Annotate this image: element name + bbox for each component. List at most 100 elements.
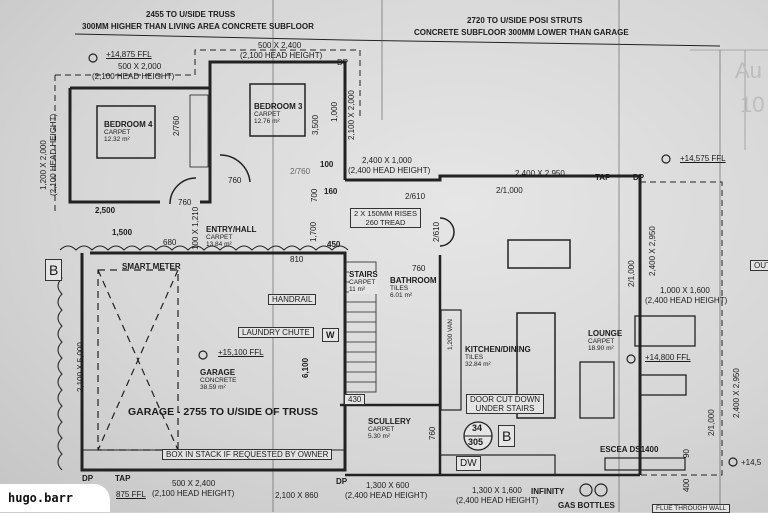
room-name: KITCHEN/DINING xyxy=(465,345,531,354)
level-lounge: +14,800 FFL xyxy=(645,353,691,362)
kitchen-bench xyxy=(440,309,462,411)
room-name: SCULLERY xyxy=(368,417,411,426)
dim-length: 3,500 xyxy=(311,114,320,135)
level-marker xyxy=(661,154,671,164)
room-area: 12.32 m² xyxy=(104,136,130,143)
handrail-label: HANDRAIL xyxy=(268,294,317,305)
dim-window: 2,400 X 2,950 xyxy=(515,169,565,178)
car-outline xyxy=(97,269,179,451)
armchair xyxy=(579,361,615,419)
dim-door: 2/760 xyxy=(172,115,181,136)
tap-label: TAP xyxy=(115,474,131,483)
coffee-table xyxy=(639,374,687,396)
dim-window: 2,400 X 1,000 xyxy=(362,156,412,165)
dim-length: 1,700 xyxy=(309,221,318,242)
dim-window: 1,000 X 1,600 xyxy=(660,286,710,295)
dim-length: 430 xyxy=(344,394,366,405)
dim-door: 760 xyxy=(178,198,192,207)
tap-label: TAP xyxy=(595,173,611,182)
note-line: 2 X 150MM RISES xyxy=(354,209,417,218)
tag-b: B xyxy=(45,259,63,281)
level-marker xyxy=(626,354,636,364)
level-bedrooms: +14,875 FFL xyxy=(106,50,152,59)
smart-meter-label: SMART METER xyxy=(122,262,181,271)
level-bottom-left: 875 FFL xyxy=(116,490,146,499)
dimension-line xyxy=(74,33,346,41)
dim-window: 500 X 2,400 xyxy=(172,479,216,488)
fireplace-label: ESCEA DS1400 xyxy=(600,445,659,454)
dishwasher-label: DW xyxy=(456,456,481,471)
dp-label: DP xyxy=(336,477,348,486)
background-text: Au xyxy=(735,58,762,83)
kitchen-island xyxy=(516,312,556,419)
dim-window: 2,400 X 2,950 xyxy=(648,226,657,276)
hedge xyxy=(57,261,63,471)
room-name: BEDROOM 4 xyxy=(104,120,153,129)
sofa xyxy=(634,315,696,347)
room-area: 38.59 m² xyxy=(200,384,226,391)
dim-length: 100 xyxy=(320,160,334,169)
dim-window: 2,100 X 2,000 xyxy=(347,90,356,140)
room-finish: TILES xyxy=(390,284,409,292)
room-finish: TILES xyxy=(465,353,484,361)
note-subfloor-lower: CONCRETE SUBFLOOR 300MM LOWER THAN GARAG… xyxy=(414,28,629,37)
room-area: 12.76 m² xyxy=(254,118,280,125)
dim-window: 100 X 1,210 xyxy=(191,206,200,250)
note-subfloor-higher: 300MM HIGHER THAN LIVING AREA CONCRETE S… xyxy=(82,22,314,31)
dim-garage-door: 2,100 X 5,000 xyxy=(76,342,85,392)
room-name: BATHROOM xyxy=(390,276,437,285)
dim-head-height: (2,400 HEAD HEIGHT) xyxy=(345,491,428,500)
dim-length: 450 xyxy=(327,240,341,249)
washer-label: W xyxy=(322,328,339,342)
room-area: 32.84 m² xyxy=(465,361,491,368)
dim-door: 2/610 xyxy=(432,221,441,242)
bedroom-walls xyxy=(68,60,347,204)
dim-head-height: (2,400 HEAD HEIGHT) xyxy=(645,296,728,305)
laundry-chute-label: LAUNDRY CHUTE xyxy=(238,327,314,338)
deck-outline xyxy=(640,181,723,476)
vanity-label: 1,200 VAN xyxy=(447,319,454,350)
dim-head-height: (2,100 HEAD HEIGHT) xyxy=(152,489,235,498)
dp-label: DP xyxy=(633,173,645,182)
wardrobe xyxy=(189,94,209,168)
background-text: 10 xyxy=(740,92,765,117)
room-name: ENTRY/HALL xyxy=(206,225,257,234)
room-finish: CARPET xyxy=(588,337,615,345)
room-area: 6.01 m² xyxy=(390,292,413,299)
fireplace xyxy=(604,457,686,471)
dim-door: 760 xyxy=(228,176,242,185)
dim-door: 760 xyxy=(412,264,426,273)
room-area: 11 m² xyxy=(349,286,366,293)
dim-door: 2/610 xyxy=(405,192,426,201)
dim-door: 810 xyxy=(290,255,304,264)
room-area: 5.30 m² xyxy=(368,433,391,440)
note-line: UNDER STAIRS xyxy=(475,404,535,413)
dining-table xyxy=(507,239,571,269)
room-name: BEDROOM 3 xyxy=(254,102,303,111)
dim-window: 500 X 2,000 xyxy=(118,62,162,71)
dim-head-height: (2,100 HEAD HEIGHT) xyxy=(240,51,323,60)
eave-line xyxy=(55,49,361,120)
living-walls xyxy=(345,174,642,475)
level-marker xyxy=(728,457,738,467)
dim-window: 1,300 X 1,600 xyxy=(472,486,522,495)
dim-window: 2,100 X 860 xyxy=(275,491,319,500)
note-line: 260 TREAD xyxy=(365,218,406,227)
outdoor-label: OUTI xyxy=(750,260,768,271)
room-name: GARAGE xyxy=(200,368,236,377)
dim-door: 2/760 xyxy=(290,167,311,176)
level-marker xyxy=(88,53,98,63)
dim-length: 2,500 xyxy=(95,206,116,215)
stair-marker-bottom: 305 xyxy=(468,437,484,447)
